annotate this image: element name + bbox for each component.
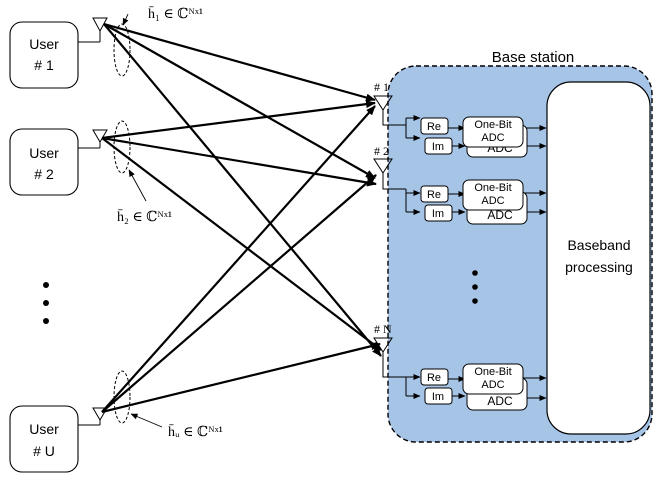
- channel-label-1: h̄₁ ∈ ℂᴺˣ¹: [148, 6, 203, 22]
- re-label-2: Re: [427, 189, 441, 201]
- rf-chain-2: ADC One-Bit ADC Re Im: [392, 179, 547, 225]
- user-1-label: User: [29, 36, 59, 52]
- user-u-label: User: [29, 421, 59, 437]
- user-2: User # 2: [9, 128, 79, 196]
- user-2-number: # 2: [34, 166, 54, 182]
- bs-antennas: [373, 95, 393, 378]
- im-label-2: Im: [432, 208, 444, 220]
- user-antennas: [78, 17, 108, 426]
- re-label-n: Re: [427, 372, 441, 384]
- baseband-label-line1: Baseband: [567, 237, 630, 253]
- adc-top-label-2b: ADC: [481, 195, 504, 207]
- channel-label-u: h̄ᵤ ∈ ℂᴺˣ¹: [168, 424, 223, 440]
- im-label-1: Im: [432, 141, 444, 153]
- bs-antennas-ellipsis: [472, 270, 478, 304]
- adc-top-label-na: One-Bit: [474, 366, 511, 378]
- user-1: User # 1: [9, 21, 79, 89]
- user-1-number: # 1: [34, 57, 54, 73]
- bs-antenna-label-n: # N: [374, 322, 392, 336]
- rf-chain-1: ADC One-Bit ADC Re Im: [392, 115, 547, 158]
- adc-back-label-n: ADC: [487, 394, 513, 408]
- adc-top-label-1a: One-Bit: [474, 119, 511, 131]
- re-label-1: Re: [427, 121, 441, 133]
- adc-top-label-1b: ADC: [481, 132, 504, 144]
- user-2-label: User: [29, 145, 59, 161]
- baseband-processing-block: [546, 81, 651, 435]
- adc-top-label-2a: One-Bit: [474, 182, 511, 194]
- user-u-number: # U: [33, 443, 55, 459]
- bs-antenna-label-2: # 2: [374, 144, 389, 158]
- baseband-label-line2: processing: [565, 259, 633, 275]
- im-label-n: Im: [432, 391, 444, 403]
- channel-label-2: h̄₂ ∈ ℂᴺˣ¹: [117, 209, 172, 225]
- channel-ellipse-1: [113, 23, 131, 77]
- adc-back-label-2: ADC: [487, 208, 513, 222]
- bs-antenna-label-1: # 1: [374, 80, 389, 94]
- base-station-title: Base station: [492, 49, 575, 66]
- rf-chain-n: ADC One-Bit ADC Re Im: [392, 363, 547, 411]
- user-u: User # U: [9, 405, 79, 473]
- channel-arrows: [101, 22, 382, 414]
- users-ellipsis: [43, 282, 49, 324]
- channel-ellipse-2: [113, 120, 131, 174]
- adc-top-label-nb: ADC: [481, 379, 504, 391]
